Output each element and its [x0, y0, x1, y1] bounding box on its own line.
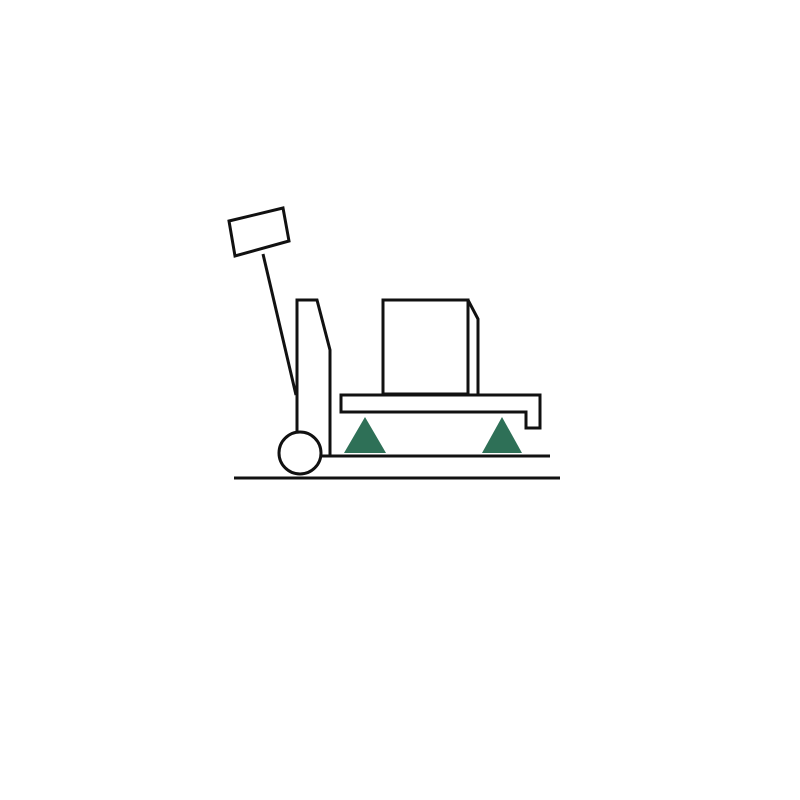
box-front — [381, 298, 470, 396]
load-cell-right — [482, 417, 522, 453]
box-icon — [381, 298, 480, 396]
scale-display-icon — [227, 206, 291, 258]
load-cell-left — [344, 417, 386, 453]
box-side — [466, 299, 480, 394]
display-stick — [261, 253, 298, 396]
wheel-icon — [277, 430, 323, 476]
weighing-platform-icon — [339, 393, 542, 430]
scale-display-assembly — [227, 206, 298, 396]
handle-frame — [295, 298, 332, 455]
